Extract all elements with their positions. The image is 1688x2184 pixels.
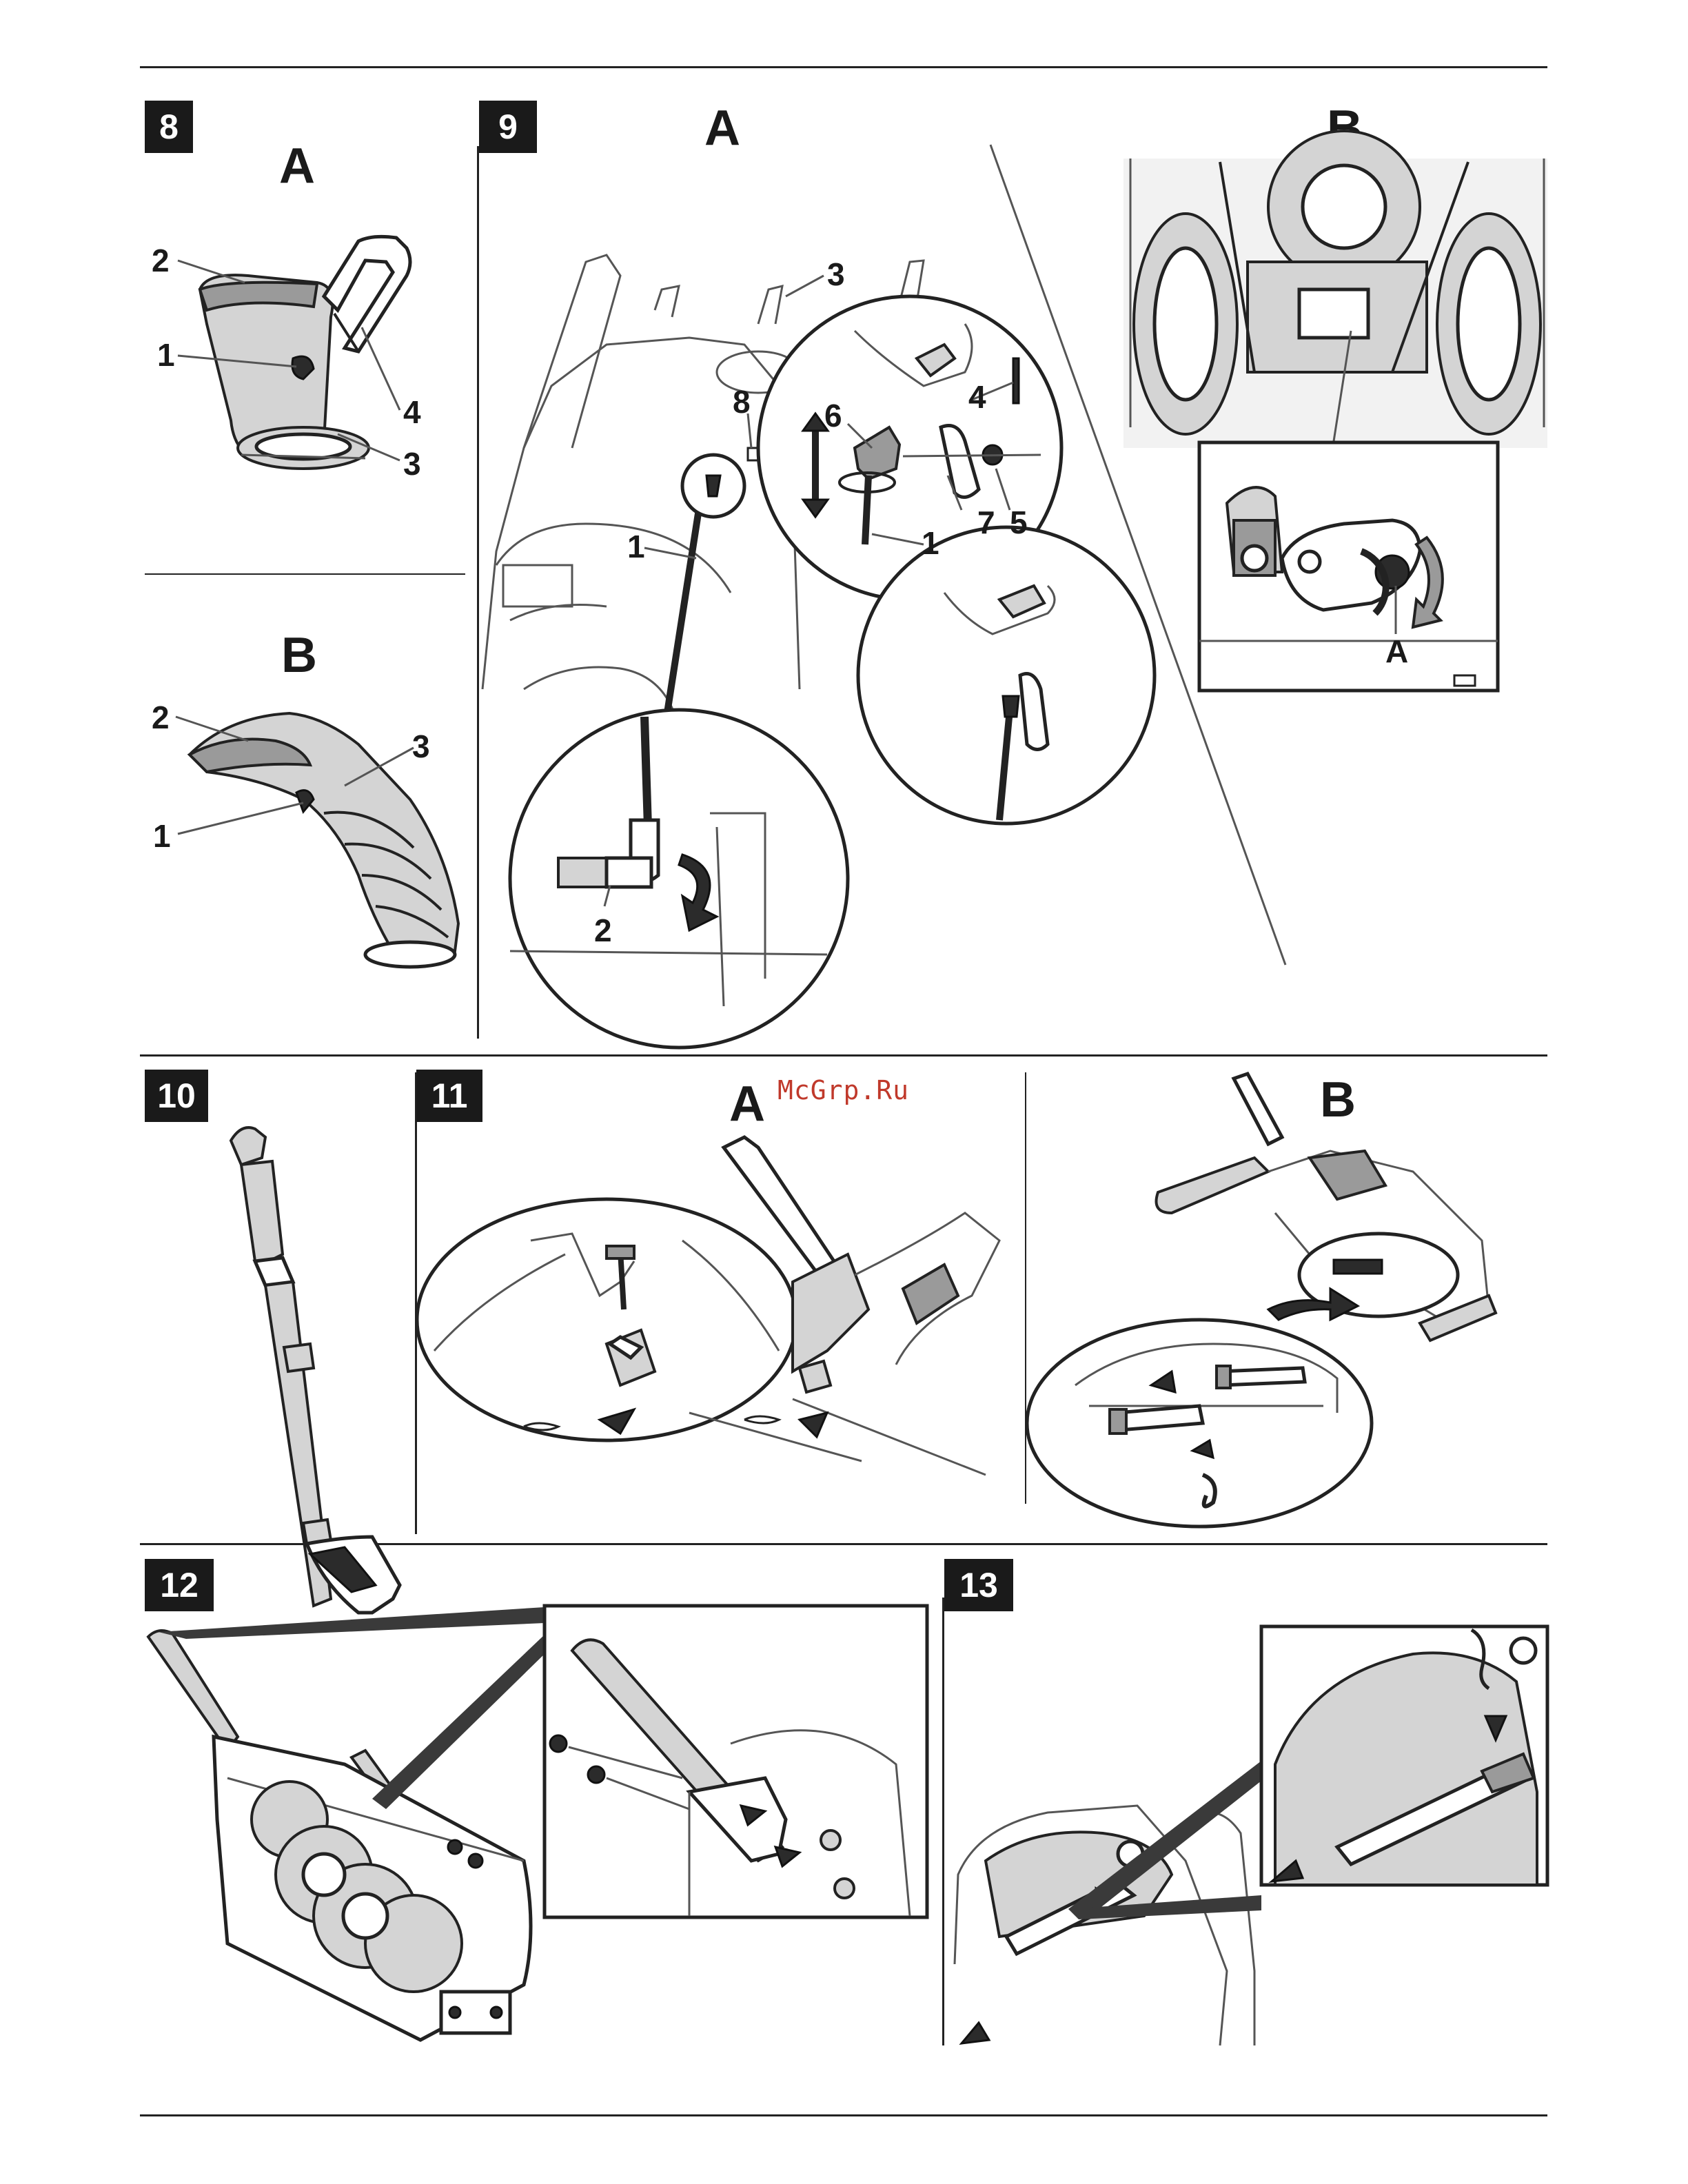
fig9a-callout-6: 6: [824, 400, 842, 431]
fig11b-handle-illustration: [1157, 1074, 1496, 1340]
fig8a-callout-2: 2: [152, 245, 170, 276]
fig11b-pin-detail: [1027, 1320, 1372, 1527]
fig13-chute-lever-illustration: [955, 1806, 1254, 2045]
fig9a-callout-1-top: 1: [922, 527, 939, 559]
fig12-skid-detail: [545, 1606, 927, 1917]
fig9b-rear-view-illustration: [1123, 131, 1547, 448]
fig9b-cam-detail: [1199, 442, 1498, 691]
fig11a-pin-illustration: [417, 1199, 796, 1440]
fig8a-callout-1: 1: [157, 339, 175, 371]
fig9a-callout-7: 7: [977, 507, 995, 538]
fig9a-adjuster-detail-2: [858, 527, 1155, 824]
fig8a-chute-illustration: [200, 236, 410, 469]
fig13-lever-detail: [1261, 1626, 1547, 1885]
fig9a-callout-4: 4: [968, 381, 986, 413]
fig9b-callout-a: A: [1385, 635, 1408, 667]
fig8a-callout-4: 4: [403, 396, 421, 428]
fig10-crank-illustration: [231, 1127, 400, 1613]
fig8b-callout-2: 2: [152, 702, 170, 733]
fig9a-callout-8: 8: [733, 386, 751, 418]
fig9a-callout-1-bottom: 1: [627, 531, 645, 562]
fig12-auger-illustration: [148, 1631, 531, 2040]
fig8b-callout-1: 1: [153, 820, 171, 852]
fig9a-callout-3: 3: [827, 258, 845, 290]
fig8b-callout-3: 3: [412, 731, 430, 762]
fig8a-callout-3: 3: [403, 448, 421, 480]
fig9a-callout-5: 5: [1010, 507, 1028, 538]
fig9a-cable-detail: [510, 710, 848, 1048]
fig9a-callout-2: 2: [594, 915, 612, 946]
